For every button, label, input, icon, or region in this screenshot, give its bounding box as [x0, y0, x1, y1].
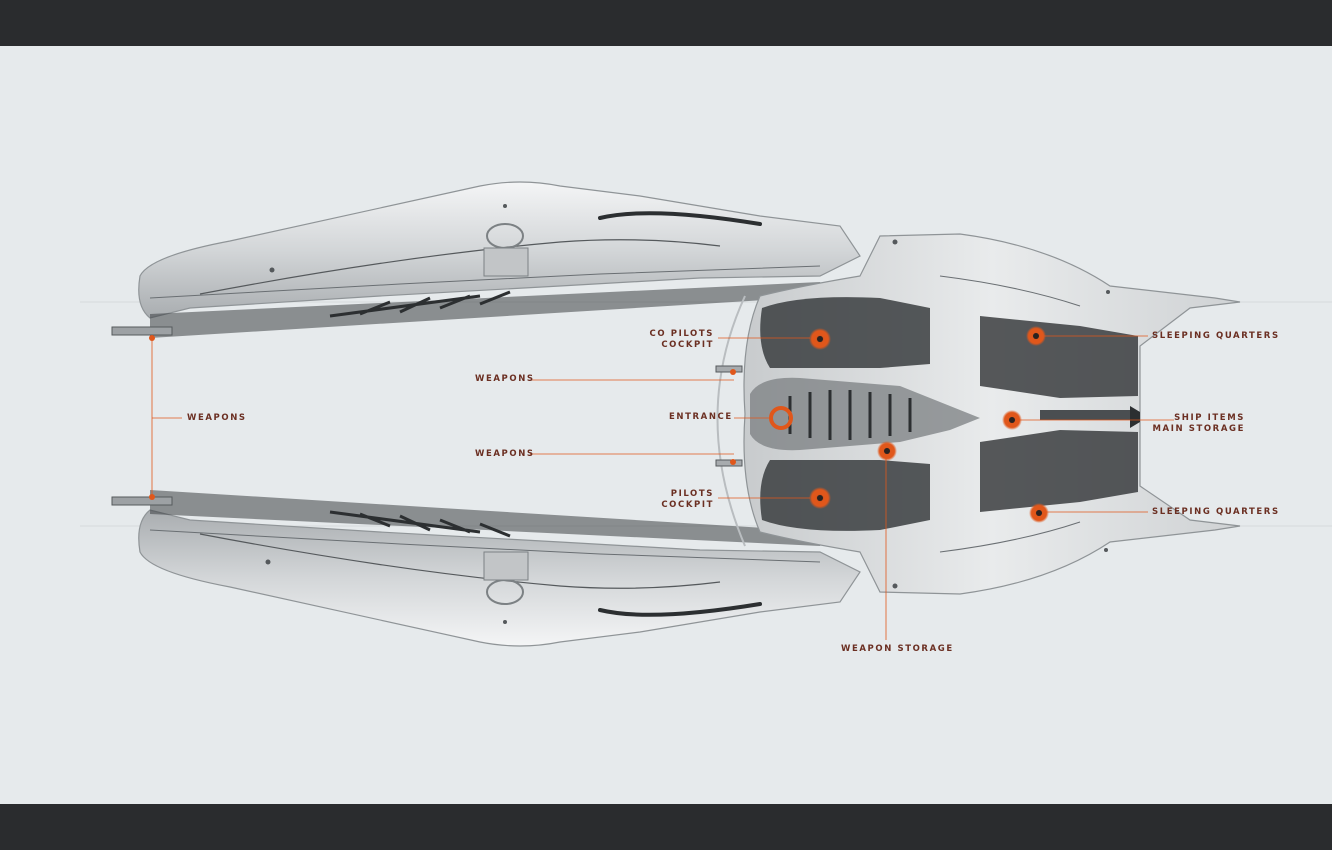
label-pilots-line2: COCKPIT: [661, 500, 714, 510]
spaceship-illustration: [80, 181, 1332, 647]
label-co-pilots-line2: COCKPIT: [661, 340, 714, 350]
label-co-pilots-line1: CO PILOTS: [649, 329, 714, 339]
label-pilots-cockpit: PILOTS COCKPIT: [640, 489, 714, 511]
upper-arm: [138, 181, 861, 338]
location-markers: [730, 326, 1049, 523]
label-co-pilots-cockpit: CO PILOTS COCKPIT: [640, 329, 714, 351]
label-weapons-top: WEAPONS: [475, 374, 535, 384]
central-hull: [715, 233, 1241, 595]
label-ship-items-line1: SHIP ITEMS: [1174, 413, 1245, 423]
label-ship-items-line2: MAIN STORAGE: [1152, 424, 1245, 434]
connector-arc: [716, 295, 746, 547]
weapon-tips: [111, 326, 173, 506]
lower-arm: [138, 490, 861, 647]
diagram-canvas: CO PILOTS COCKPIT WEAPONS WEAPONS ENTRAN…: [0, 46, 1332, 804]
label-weapons-bottom: WEAPONS: [475, 449, 535, 459]
callout-lines: [151, 335, 1174, 640]
label-sleeping-quarters-top: SLEEPING QUARTERS: [1152, 331, 1280, 341]
label-ship-items: SHIP ITEMS MAIN STORAGE: [1150, 413, 1245, 435]
label-weapon-storage: WEAPON STORAGE: [841, 644, 954, 654]
label-weapons-left: WEAPONS: [187, 413, 247, 423]
label-sleeping-quarters-bottom: SLEEPING QUARTERS: [1152, 507, 1280, 517]
bottom-letterbox-bar: [0, 804, 1332, 850]
label-pilots-line1: PILOTS: [670, 489, 714, 499]
label-entrance: ENTRANCE: [669, 412, 733, 422]
marker-entrance: [769, 406, 793, 430]
top-letterbox-bar: [0, 0, 1332, 46]
